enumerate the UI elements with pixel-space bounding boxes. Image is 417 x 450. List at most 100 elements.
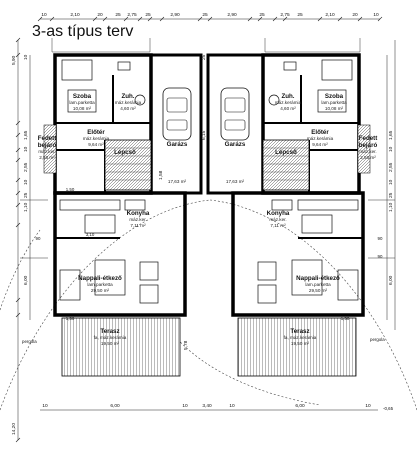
dimension-tick	[15, 157, 21, 163]
dimension-tick	[137, 16, 143, 22]
dim-text: 2,55	[388, 162, 394, 172]
room-floor: máz.kerámia	[115, 100, 142, 105]
room-name: Nappali-étkező	[296, 275, 340, 282]
dim-text: 25	[297, 12, 303, 18]
room-floor: máz.kerámia	[275, 100, 302, 105]
dimension-tick	[92, 16, 98, 22]
room-area: 9,64 m²	[312, 142, 328, 147]
room-floor: máz.ker.	[269, 217, 286, 222]
dim-text: 25	[259, 12, 265, 18]
dim-text: 1,65	[388, 130, 394, 140]
dim-text: 2,10	[70, 12, 80, 18]
dim-text: 25	[202, 12, 208, 18]
misc-labels: pergola pergola -0,65 1,58 5,78	[22, 170, 394, 411]
dim-text: 6,00	[295, 403, 305, 409]
dimension-tick	[15, 120, 21, 126]
dimension-tick	[159, 16, 165, 22]
dim-text: 6,15	[201, 130, 207, 140]
dim-text: 90	[36, 236, 41, 241]
dimension-tick	[15, 177, 21, 183]
room-name: Konyha	[127, 210, 150, 217]
room-name: Szoba	[73, 93, 92, 100]
room-floor: lam.parketta	[87, 282, 113, 287]
room-floor: máz.kerámia	[83, 136, 110, 141]
room-area: 7,11 m²	[270, 223, 286, 228]
room-area: 29,50 m²	[91, 288, 110, 293]
dim-text: 1,50	[66, 187, 75, 192]
room-name: Nappali-étkező	[78, 275, 122, 282]
room-area: 2,56 m²	[39, 155, 55, 160]
opening-dimensions: 3,10 1,50 90 1,50 90 1,50 90	[36, 187, 383, 321]
dimension-tick	[49, 16, 55, 22]
dim-text: 20	[352, 12, 358, 18]
room-name: Garázs	[225, 141, 246, 148]
room-name: Fedett	[38, 135, 57, 142]
dimension-tick	[15, 147, 21, 153]
dim-text: 2,55	[23, 162, 29, 172]
room-name: Előtér	[311, 129, 329, 136]
dimension-tick	[102, 16, 108, 22]
dimension-tick	[282, 16, 288, 22]
left-dimensions: 5,90 10 1,65 10 2,55 10 25 1,10 6,00 14,…	[11, 54, 29, 435]
dimension-tick	[317, 16, 323, 22]
room-floor: máz.kerámia	[307, 136, 334, 141]
dimension-tick	[15, 52, 21, 58]
room-name: Konyha	[267, 210, 290, 217]
room-name: Garázs	[167, 141, 188, 148]
room-area: 19,50 m²	[291, 341, 310, 346]
room-area: 9,64 m²	[88, 142, 104, 147]
room-floor: fa, máz.kerámia	[94, 335, 127, 340]
room-name: Lépcső	[275, 149, 297, 156]
room-area: 4,60 m²	[120, 106, 136, 111]
dim-text: 10	[23, 54, 29, 60]
room-labels-right: Szoba lam.parketta 10,08 m² Zuh. máz.ker…	[225, 93, 378, 346]
dimension-tick	[15, 132, 21, 138]
room-name: bejáró	[359, 142, 378, 149]
dimension-tick	[247, 16, 253, 22]
dim-text: 10	[41, 12, 47, 18]
dimension-tick	[357, 16, 363, 22]
dim-text: 14,20	[11, 423, 17, 435]
room-floor: máz.ker.	[38, 149, 55, 154]
dim-text: 3,10	[86, 232, 95, 237]
room-floor: lam.parketta	[321, 100, 347, 105]
dim-text: 2,75	[127, 12, 137, 18]
dim-text: 90	[378, 236, 383, 241]
mid-dimensions: 25 6,15	[201, 54, 207, 140]
dim-text: 1,50	[66, 316, 75, 321]
dimension-tick	[15, 202, 21, 208]
dim-text: 10	[229, 403, 235, 409]
room-name: Szoba	[325, 93, 344, 100]
dim-text: 1,50	[341, 316, 350, 321]
dim-text: 1,10	[388, 202, 394, 212]
dim-text: 3,40	[202, 403, 212, 409]
dim-text: 10	[365, 403, 371, 409]
room-labels-left: Szoba lam.parketta 10,08 m² Zuh. máz.ker…	[38, 93, 188, 346]
top-dimensions: 10 2,10 20 25 2,75 25 2,90 25 2,90 25 2,…	[41, 12, 379, 18]
dim-text: 25	[201, 54, 207, 60]
dim-text: 6,00	[388, 275, 394, 285]
room-name: Terasz	[100, 328, 119, 335]
room-name: Lépcső	[114, 149, 136, 156]
room-name: Zuh.	[121, 93, 134, 100]
room-floor: lam.parketta	[69, 100, 95, 105]
dim-text: 2,75	[280, 12, 290, 18]
dimension-tick	[147, 16, 153, 22]
dimension-tick	[15, 437, 21, 443]
elevation-label: -0,65	[383, 406, 394, 411]
room-area: 10,08 m²	[325, 106, 344, 111]
dimension-tick	[15, 312, 21, 318]
plan-title: 3-as típus terv	[30, 23, 136, 41]
contour-curves	[0, 199, 417, 411]
dimension-tick	[197, 16, 203, 22]
room-area: 29,50 m²	[309, 288, 328, 293]
dim-text: 25	[115, 12, 121, 18]
dim-text: 10	[23, 179, 29, 185]
right-dimensions: 1,65 10 2,55 10 25 1,10 6,00	[388, 130, 394, 285]
room-floor: fa, máz.kerámia	[284, 335, 317, 340]
dimension-tick	[123, 16, 129, 22]
dimension-tick	[207, 16, 213, 22]
level-label: 1,58	[158, 170, 164, 180]
unit-right	[206, 53, 371, 377]
